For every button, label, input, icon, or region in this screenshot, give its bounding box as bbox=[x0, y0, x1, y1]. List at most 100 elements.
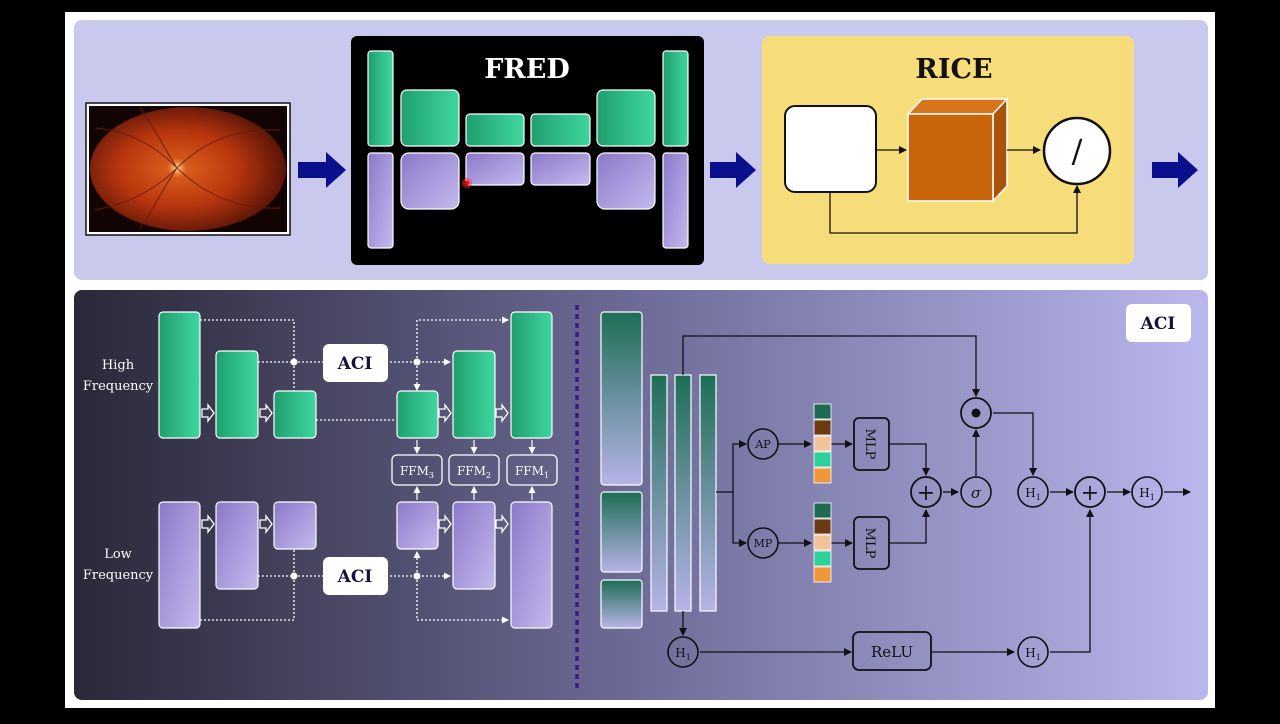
h1-base: H bbox=[675, 646, 685, 660]
input-feature-small bbox=[600, 579, 643, 629]
fred-module: FRED bbox=[351, 36, 704, 265]
high-encoder-block bbox=[215, 350, 259, 439]
mlp-box-bottom bbox=[853, 516, 890, 570]
aci-label-low: ACI bbox=[337, 567, 373, 587]
aci-badge bbox=[1126, 304, 1191, 342]
low-frequency-label-line1: Low bbox=[104, 547, 132, 562]
ffm-3-base: FFM bbox=[400, 464, 429, 478]
ffm-1-sub: 1 bbox=[544, 471, 549, 480]
ffm-3-sub: 3 bbox=[429, 471, 434, 480]
rice-cube bbox=[906, 97, 1009, 203]
add-node-2 bbox=[1074, 476, 1106, 508]
mp-node bbox=[747, 527, 779, 559]
h1-node-residual-in: H1 bbox=[667, 636, 699, 668]
mlp-box-top bbox=[853, 417, 890, 471]
fred-green-block bbox=[367, 50, 394, 147]
low-encoder-block bbox=[215, 501, 259, 590]
low-decoder-block bbox=[510, 501, 553, 629]
rice-title: RICE bbox=[915, 54, 992, 85]
high-encoder-block bbox=[273, 390, 317, 439]
high-decoder-block bbox=[452, 350, 496, 439]
sigmoid-label: σ bbox=[971, 484, 982, 502]
fred-green-block bbox=[465, 113, 525, 147]
ffm-2-sub: 2 bbox=[486, 471, 491, 480]
concat-channel bbox=[674, 374, 692, 612]
h1-base: H bbox=[1139, 486, 1149, 500]
junction-dot bbox=[290, 358, 298, 366]
rice-module: RICE / bbox=[762, 36, 1134, 264]
pointer-dot-center bbox=[465, 181, 469, 185]
fred-purple-block bbox=[662, 152, 689, 249]
mp-label: MP bbox=[754, 537, 773, 550]
h1-node-output: H1 bbox=[1131, 476, 1163, 508]
mlp-label-bottom: MLP bbox=[862, 528, 877, 559]
fred-purple-block bbox=[596, 152, 656, 210]
rice-skip-connection bbox=[829, 185, 1081, 234]
aci-box-high bbox=[323, 344, 388, 382]
ffm-arrows bbox=[413, 440, 536, 500]
add-symbol-1: + bbox=[917, 481, 935, 506]
ffm-3: FFM3 bbox=[391, 454, 443, 486]
swatch-stack-mp bbox=[813, 502, 832, 583]
aci-connectors bbox=[679, 335, 1191, 656]
ffm-1: FFM1 bbox=[506, 454, 558, 486]
fred-purple-block bbox=[367, 152, 394, 249]
h1-sub: 1 bbox=[686, 653, 691, 662]
h1-base: H bbox=[1025, 646, 1035, 660]
downsample-arrows bbox=[201, 403, 509, 534]
high-decoder-block bbox=[396, 390, 439, 439]
fred-green-block bbox=[400, 89, 460, 147]
input-feature-tall bbox=[600, 311, 643, 486]
multiply-dot-icon bbox=[971, 408, 981, 418]
junction-dot bbox=[413, 572, 421, 580]
input-feature-mid bbox=[600, 491, 643, 573]
bottom-panel: High Frequency Low Frequency bbox=[74, 290, 1208, 700]
high-encoder-block bbox=[158, 311, 201, 439]
low-encoder-block bbox=[273, 501, 317, 550]
divide-symbol: / bbox=[1072, 132, 1083, 170]
fred-title: FRED bbox=[484, 54, 570, 85]
h1-node-residual-out: H1 bbox=[1017, 636, 1049, 668]
svg-text:H1: H1 bbox=[1025, 486, 1041, 502]
h1-sub: 1 bbox=[1150, 493, 1155, 502]
relu-label: ReLU bbox=[871, 643, 913, 661]
fred-green-block bbox=[596, 89, 656, 147]
multiply-node bbox=[960, 397, 992, 429]
divide-node bbox=[1042, 116, 1112, 186]
aci-badge-label: ACI bbox=[1140, 314, 1176, 334]
high-frequency-label-line1: High bbox=[102, 358, 135, 373]
fred-purple-block bbox=[465, 152, 525, 186]
aci-box-low bbox=[323, 557, 388, 595]
top-panel: FRED RICE bbox=[74, 20, 1208, 280]
svg-text:H1: H1 bbox=[1139, 486, 1155, 502]
concat-channel bbox=[699, 374, 717, 612]
ffm-1-base: FFM bbox=[515, 464, 544, 478]
low-encoder-block bbox=[158, 501, 201, 629]
high-frequency-label-line2: Frequency bbox=[83, 379, 154, 394]
fred-green-block bbox=[530, 113, 591, 147]
retina-image bbox=[85, 102, 291, 236]
fred-green-block bbox=[662, 50, 689, 147]
aci-label-high: ACI bbox=[337, 354, 373, 374]
h1-sub: 1 bbox=[1036, 653, 1041, 662]
h1-sub: 1 bbox=[1036, 493, 1041, 502]
low-frequency-label-line2: Frequency bbox=[83, 568, 154, 583]
svg-text:H1: H1 bbox=[675, 646, 691, 662]
h1-base: H bbox=[1025, 486, 1035, 500]
junction-dot bbox=[290, 572, 298, 580]
flow-arrow-1 bbox=[298, 152, 346, 188]
ffm-2: FFM2 bbox=[448, 454, 500, 486]
svg-text:FFM1: FFM1 bbox=[515, 464, 549, 480]
concat-channel bbox=[650, 374, 668, 612]
sigmoid-node bbox=[960, 476, 992, 508]
add-node-1 bbox=[910, 476, 942, 508]
ap-label: AP bbox=[754, 438, 771, 451]
ffm-2-base: FFM bbox=[457, 464, 486, 478]
relu-box bbox=[852, 631, 932, 671]
add-symbol-2: + bbox=[1081, 481, 1099, 506]
flow-arrow-2 bbox=[710, 152, 756, 188]
svg-text:FFM2: FFM2 bbox=[457, 464, 491, 480]
h1-node-after-multiply: H1 bbox=[1017, 476, 1049, 508]
